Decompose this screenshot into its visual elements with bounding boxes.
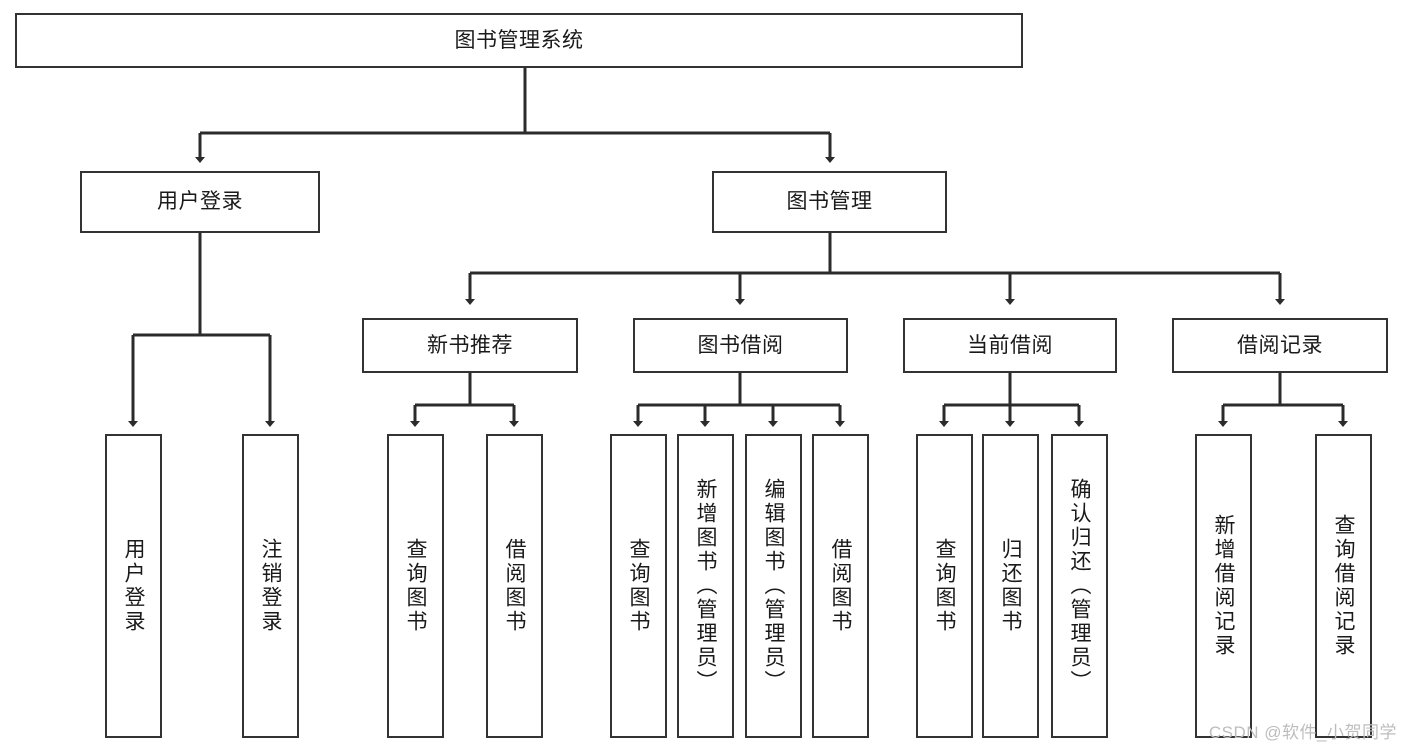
node-label: 借阅记录 (1237, 333, 1323, 357)
leaf-borrow-edit-book[interactable]: 编辑图书（管理员） (745, 434, 802, 738)
node-label: 查询图书 (627, 538, 650, 634)
leaf-user-login-signout[interactable]: 注销登录 (242, 434, 299, 738)
node-label: 确认归还（管理员） (1068, 478, 1091, 694)
node-borrow-records[interactable]: 借阅记录 (1172, 318, 1388, 373)
node-book-borrow[interactable]: 图书借阅 (633, 318, 848, 373)
node-label: 查询图书 (933, 538, 956, 634)
node-label: 借阅图书 (503, 538, 526, 634)
node-current-borrow[interactable]: 当前借阅 (903, 318, 1117, 373)
leaf-user-login-signin[interactable]: 用户登录 (105, 434, 162, 738)
node-label: 新书推荐 (427, 333, 513, 357)
leaf-new-book-query[interactable]: 查询图书 (387, 434, 444, 738)
node-label: 编辑图书（管理员） (762, 478, 785, 694)
node-label: 借阅图书 (829, 538, 852, 634)
node-label: 当前借阅 (967, 333, 1053, 357)
node-label: 图书管理系统 (454, 28, 584, 52)
node-label: 用户登录 (122, 538, 145, 634)
node-label: 查询借阅记录 (1332, 514, 1355, 658)
node-new-book-recommend[interactable]: 新书推荐 (362, 318, 578, 373)
node-label: 新增图书（管理员） (694, 478, 717, 694)
leaf-borrow-query-book[interactable]: 查询图书 (610, 434, 667, 738)
leaf-records-query-record[interactable]: 查询借阅记录 (1315, 434, 1372, 738)
node-label: 注销登录 (259, 538, 282, 634)
node-label: 图书管理 (786, 190, 873, 214)
watermark-text: CSDN @软件_小贺同学 (1208, 723, 1397, 742)
node-user-login[interactable]: 用户登录 (80, 171, 320, 233)
node-label: 新增借阅记录 (1212, 514, 1235, 658)
node-root-system[interactable]: 图书管理系统 (15, 13, 1023, 68)
node-label: 查询图书 (404, 538, 427, 634)
leaf-current-confirm-return[interactable]: 确认归还（管理员） (1051, 434, 1108, 738)
node-label: 图书借阅 (697, 333, 784, 357)
node-label: 用户登录 (157, 190, 243, 214)
node-book-management[interactable]: 图书管理 (712, 171, 947, 233)
leaf-records-add-record[interactable]: 新增借阅记录 (1195, 434, 1252, 738)
leaf-borrow-add-book[interactable]: 新增图书（管理员） (677, 434, 734, 738)
node-label: 归还图书 (999, 538, 1022, 634)
leaf-borrow-borrow-book[interactable]: 借阅图书 (812, 434, 869, 738)
leaf-current-return-book[interactable]: 归还图书 (982, 434, 1039, 738)
leaf-current-query-book[interactable]: 查询图书 (916, 434, 973, 738)
leaf-new-book-borrow[interactable]: 借阅图书 (486, 434, 543, 738)
